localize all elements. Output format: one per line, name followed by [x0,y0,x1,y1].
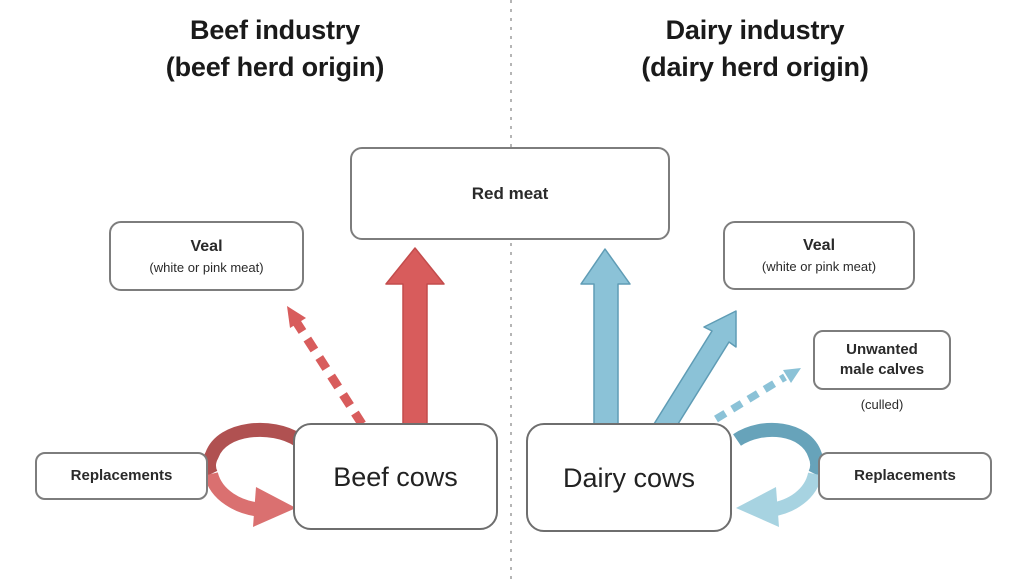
culled-note: (culled) [860,397,904,412]
veal-left-title: Veal [190,237,223,255]
dairy-replacements-loop-arrowhead [736,487,779,527]
dairy-to-calves-arrowhead [783,368,801,383]
dairy-industry-title-line2: (dairy herd origin) [641,52,869,82]
beef-to-veal-arrowhead [287,306,306,328]
red-meat-box: Red meat [350,147,670,240]
beef-to-redmeat-arrow [385,247,445,427]
veal-left-box: Veal (white or pink meat) [109,221,304,291]
beef-industry-title-line1: Beef industry [190,15,360,45]
dairy-to-veal-arrow [653,310,737,425]
replacements-left-label: Replacements [70,467,173,484]
veal-right-box: Veal (white or pink meat) [723,221,915,290]
dairy-to-redmeat-arrow [580,248,631,427]
beef-replacements-loop-arrowhead [253,487,296,527]
unwanted-line1: Unwanted [846,341,918,358]
beef-cows-box: Beef cows [293,423,498,530]
beef-replacements-loop-top [201,422,302,478]
dairy-replacements-loop-top [733,422,825,478]
dairy-cows-box: Dairy cows [526,423,732,532]
replacements-right-box: Replacements [818,452,992,500]
replacements-left-box: Replacements [35,452,208,500]
unwanted-line2: male calves [839,361,925,378]
dairy-to-calves-dashed-arrow [714,373,787,423]
veal-right-subtitle: (white or pink meat) [761,259,877,274]
beef-industry-title: Beef industry (beef herd origin) [110,12,440,86]
replacements-right-label: Replacements [854,467,956,484]
dairy-cows-label: Dairy cows [562,462,696,493]
red-meat-label: Red meat [471,183,549,203]
dairy-industry-title-line1: Dairy industry [665,15,845,45]
veal-right-title: Veal [802,237,836,254]
beef-replacements-loop-bottom [204,471,263,517]
unwanted-male-calves-box: Unwanted male calves [813,330,951,390]
beef-industry-title-line2: (beef herd origin) [165,52,385,82]
veal-left-subtitle: (white or pink meat) [149,259,264,275]
beef-cows-label: Beef cows [333,461,458,492]
beef-to-veal-dashed-arrow [293,320,366,427]
dairy-industry-title: Dairy industry (dairy herd origin) [590,12,920,86]
